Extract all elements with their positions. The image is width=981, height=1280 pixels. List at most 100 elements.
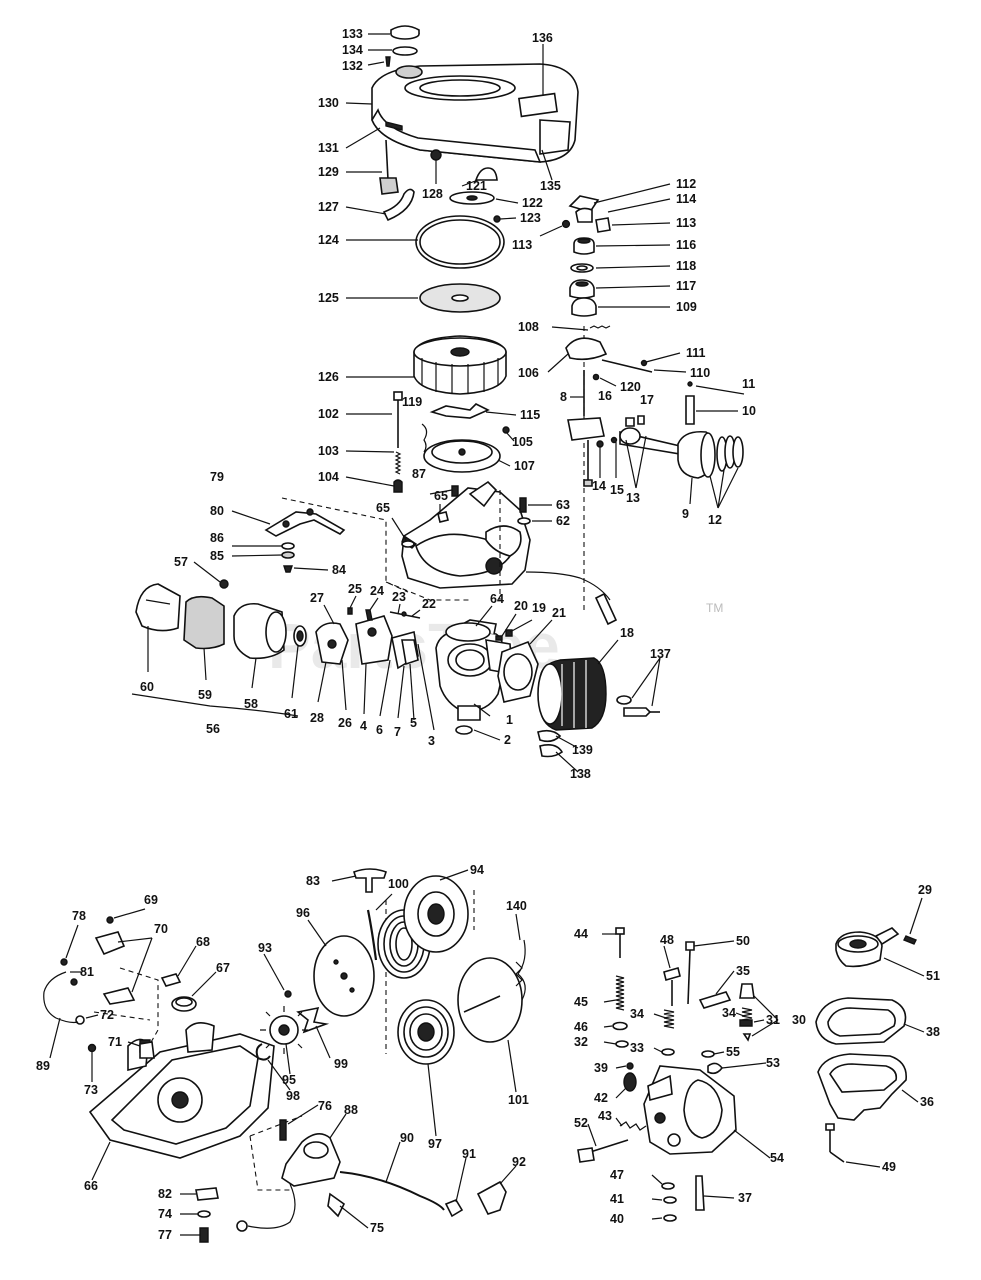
callout-100: 100 bbox=[388, 877, 409, 891]
callout-59: 59 bbox=[198, 688, 212, 702]
callout-8: 8 bbox=[560, 390, 567, 404]
callout-57: 57 bbox=[174, 555, 188, 569]
callout-71: 71 bbox=[108, 1035, 122, 1049]
spark-plug-boot bbox=[476, 1180, 507, 1215]
callout-55: 55 bbox=[726, 1045, 740, 1059]
callout-120: 120 bbox=[620, 380, 641, 394]
spring-34a bbox=[663, 1009, 675, 1029]
part-46 bbox=[612, 1021, 628, 1031]
carburetor-top bbox=[315, 607, 421, 670]
callout-111: 111 bbox=[686, 346, 706, 360]
callout-88: 88 bbox=[344, 1103, 358, 1117]
callout-34-left: 34 bbox=[630, 1007, 644, 1021]
dashed-guide-wiring bbox=[119, 967, 159, 1045]
screen-frame bbox=[415, 215, 505, 269]
callout-38: 38 bbox=[926, 1025, 940, 1039]
part-93 bbox=[284, 990, 292, 998]
plate-82 bbox=[195, 1187, 219, 1201]
callout-132: 132 bbox=[342, 59, 363, 73]
callout-61: 61 bbox=[284, 707, 298, 721]
callout-16: 16 bbox=[598, 389, 612, 403]
callout-89: 89 bbox=[36, 1059, 50, 1073]
callout-49: 49 bbox=[882, 1160, 896, 1174]
part-49 bbox=[825, 1123, 845, 1163]
wire-119 bbox=[421, 423, 428, 453]
callout-23: 23 bbox=[392, 590, 406, 604]
callout-51: 51 bbox=[926, 969, 940, 983]
callout-90: 90 bbox=[400, 1131, 414, 1145]
part-68 bbox=[160, 973, 182, 987]
callout-136: 136 bbox=[532, 31, 553, 45]
callout-108: 108 bbox=[518, 320, 539, 334]
callout-54: 54 bbox=[770, 1151, 784, 1165]
part-53 bbox=[707, 1062, 724, 1075]
callout-116: 116 bbox=[676, 238, 696, 252]
crankshaft bbox=[567, 370, 605, 487]
kill-switch-wiring bbox=[43, 916, 155, 1059]
callout-47: 47 bbox=[610, 1168, 624, 1182]
callout-138: 138 bbox=[570, 767, 591, 781]
callout-17: 17 bbox=[640, 393, 654, 407]
callout-48: 48 bbox=[660, 933, 674, 947]
callout-104: 104 bbox=[318, 470, 339, 484]
callout-107: 107 bbox=[514, 459, 535, 473]
callout-65-right: 65 bbox=[434, 489, 448, 503]
lever-52 bbox=[577, 1139, 629, 1163]
callout-117: 117 bbox=[676, 279, 696, 293]
callout-106: 106 bbox=[518, 366, 539, 380]
screw-44 bbox=[615, 927, 625, 958]
callout-103: 103 bbox=[318, 444, 339, 458]
callout-98: 98 bbox=[286, 1089, 300, 1103]
callout-27: 27 bbox=[310, 591, 324, 605]
carburetor-assembly bbox=[577, 927, 917, 1222]
callout-37: 37 bbox=[738, 1191, 752, 1205]
callout-131: 131 bbox=[318, 141, 339, 155]
callout-96: 96 bbox=[296, 906, 310, 920]
callout-22: 22 bbox=[422, 597, 436, 611]
callout-10: 10 bbox=[742, 404, 756, 418]
callout-15: 15 bbox=[610, 483, 624, 497]
callout-7: 7 bbox=[394, 725, 401, 739]
fuel-line-filter bbox=[379, 139, 501, 223]
callout-78: 78 bbox=[72, 909, 86, 923]
callout-95: 95 bbox=[282, 1073, 296, 1087]
spring-45 bbox=[615, 975, 625, 1011]
callout-29: 29 bbox=[918, 883, 932, 897]
callout-75: 75 bbox=[370, 1221, 384, 1235]
callout-112: 112 bbox=[676, 177, 696, 191]
callout-18: 18 bbox=[620, 626, 634, 640]
callout-87: 87 bbox=[412, 467, 426, 481]
bracket-115 bbox=[429, 403, 490, 419]
parts-30-31 bbox=[739, 983, 755, 1042]
callout-79: 79 bbox=[210, 470, 224, 484]
leader-lines bbox=[49, 33, 925, 1236]
callout-50: 50 bbox=[736, 934, 750, 948]
callout-56: 56 bbox=[206, 722, 220, 736]
screen bbox=[419, 283, 501, 313]
callout-33: 33 bbox=[630, 1041, 644, 1055]
screw-76 bbox=[279, 1119, 287, 1141]
callout-12: 12 bbox=[708, 513, 722, 527]
cylinder-head bbox=[537, 657, 607, 731]
starter-pulley bbox=[403, 875, 469, 953]
callout-110: 110 bbox=[690, 366, 710, 380]
needle-48 bbox=[663, 967, 681, 1006]
spark-plug bbox=[616, 695, 660, 717]
crankcase-starter-assembly bbox=[43, 868, 526, 1243]
gasket-38 bbox=[815, 997, 907, 1045]
clip-98 bbox=[255, 1043, 271, 1061]
callout-28: 28 bbox=[310, 711, 324, 725]
callout-4: 4 bbox=[360, 719, 367, 733]
governor-rod bbox=[393, 391, 403, 493]
throttle-bracket bbox=[264, 508, 346, 573]
callout-21: 21 bbox=[552, 606, 566, 620]
part-120 bbox=[592, 373, 600, 381]
callout-20: 20 bbox=[514, 599, 528, 613]
crankcase bbox=[401, 480, 618, 626]
callout-73: 73 bbox=[84, 1083, 98, 1097]
callout-40: 40 bbox=[610, 1212, 624, 1226]
washer-74 bbox=[197, 1210, 211, 1218]
callout-85: 85 bbox=[210, 549, 224, 563]
bushing-67 bbox=[171, 996, 197, 1012]
float-bowl bbox=[817, 1053, 907, 1121]
